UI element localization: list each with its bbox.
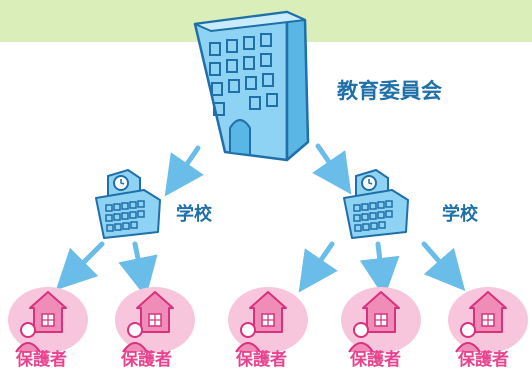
school-to-parent-arrows — [55, 241, 466, 298]
parent-label-4: 保護者 — [350, 350, 401, 370]
board-to-school-arrows — [164, 143, 352, 197]
parent-house-icon-5 — [448, 287, 528, 353]
parent-house-icon-4 — [341, 287, 421, 353]
parent-label-5: 保護者 — [458, 350, 509, 370]
parent-label-3: 保護者 — [236, 350, 287, 370]
school-left-icon — [95, 168, 161, 239]
board-building-icon — [193, 10, 310, 162]
parent-house-icon-2 — [115, 287, 195, 353]
parent-label-1: 保護者 — [16, 350, 67, 370]
board-label: 教育委員会 — [337, 79, 442, 103]
parent-house-icon-1 — [8, 287, 88, 353]
school-right-icon — [343, 168, 409, 239]
school-label-right: 学校 — [442, 204, 478, 225]
school-label-left: 学校 — [176, 204, 212, 225]
parent-label-2: 保護者 — [121, 350, 172, 370]
parent-house-icon-3 — [228, 287, 308, 353]
